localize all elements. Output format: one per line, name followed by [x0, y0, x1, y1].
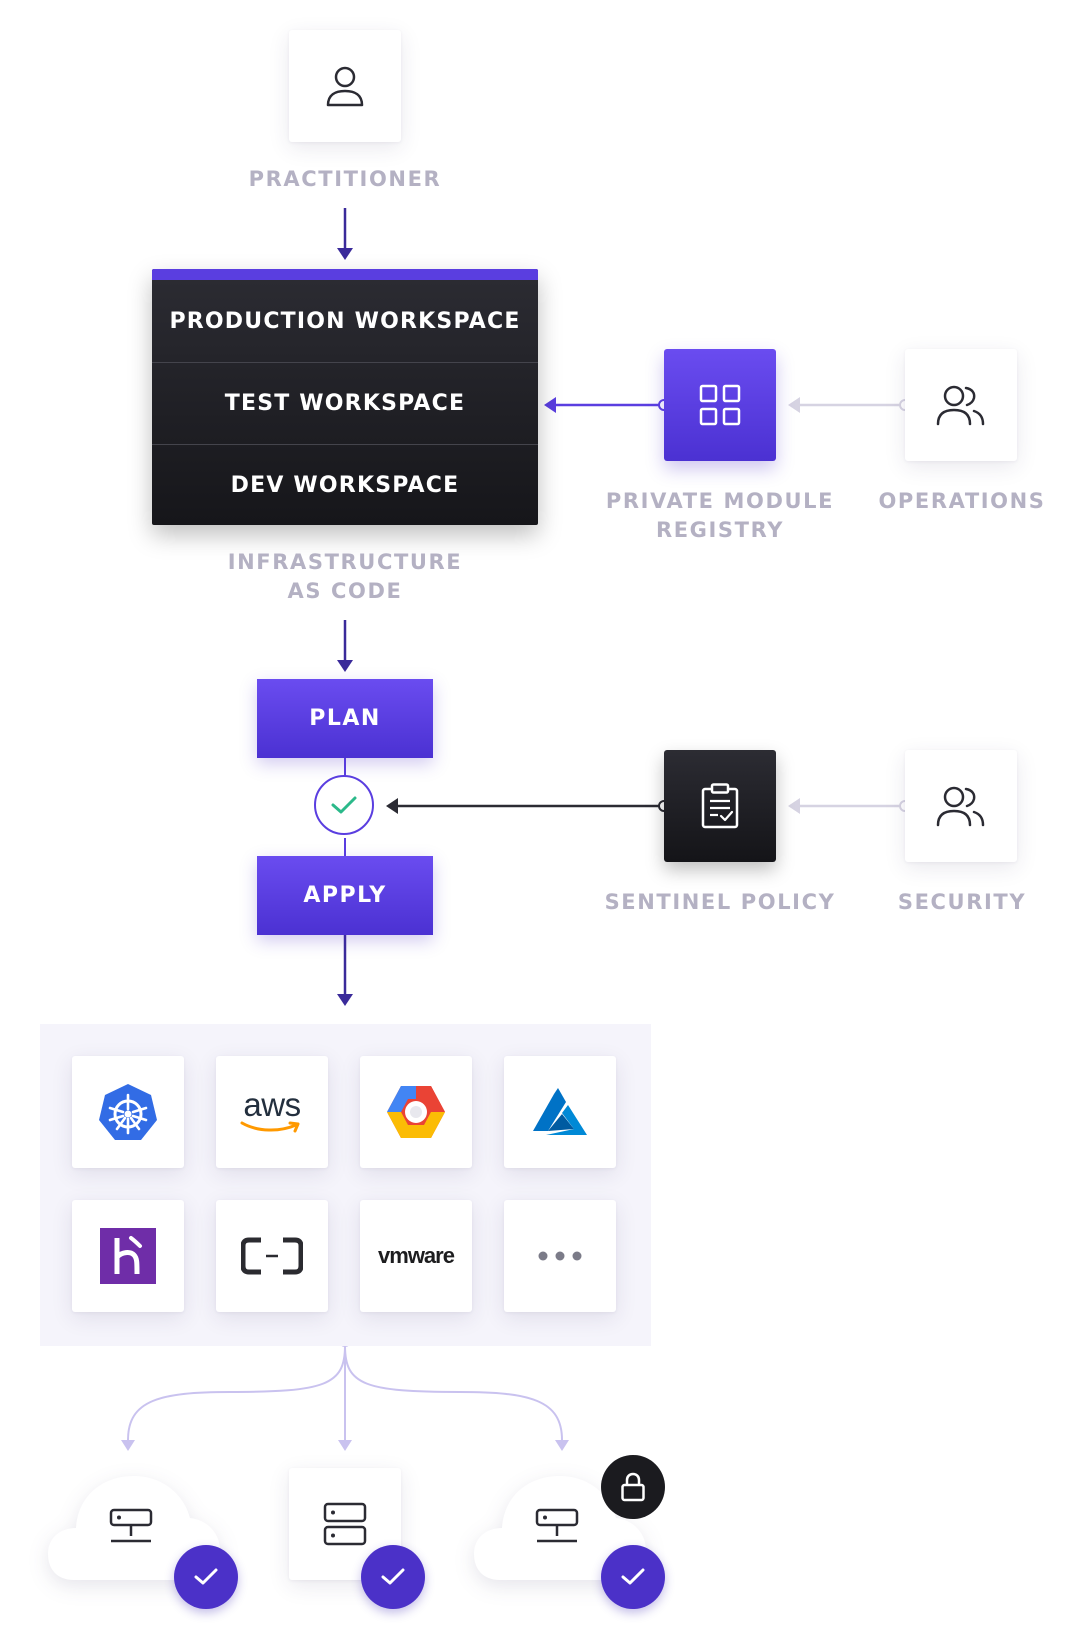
- check-icon: [331, 796, 357, 814]
- provider-aws[interactable]: aws: [216, 1056, 328, 1168]
- vmware-logo-text: vmware: [378, 1243, 455, 1268]
- provider-alibaba-cloud[interactable]: [216, 1200, 328, 1312]
- lock-icon: [621, 1472, 645, 1502]
- sentinel-policy-node[interactable]: [664, 750, 776, 862]
- check-icon: [381, 1568, 405, 1585]
- security-card: [905, 750, 1017, 862]
- cloud-target-right: [474, 1476, 646, 1580]
- server-icon: [109, 1508, 153, 1543]
- workspace-accent-bar: [152, 269, 538, 280]
- provider-grid: aws: [40, 1024, 651, 1346]
- sentinel-policy-label: SENTINEL POLICY: [604, 890, 836, 914]
- cloud-target-left: [48, 1476, 220, 1580]
- provider-vmware[interactable]: vmware: [360, 1200, 472, 1312]
- workspace-test[interactable]: TEST WORKSPACE: [224, 390, 466, 416]
- provider-kubernetes[interactable]: [72, 1056, 184, 1168]
- lock-badge: [601, 1455, 665, 1519]
- security-label: SECURITY: [897, 890, 1027, 914]
- apply-step[interactable]: APPLY: [257, 856, 433, 935]
- workspace-production[interactable]: PRODUCTION WORKSPACE: [169, 308, 521, 334]
- workspace-dev[interactable]: DEV WORKSPACE: [230, 472, 460, 498]
- private-module-registry-node[interactable]: [664, 349, 776, 461]
- plan-step[interactable]: PLAN: [257, 679, 433, 758]
- operations-label: OPERATIONS: [878, 489, 1046, 513]
- provider-more[interactable]: [504, 1200, 616, 1312]
- heroku-icon: [100, 1228, 156, 1284]
- practitioner-card: [289, 30, 401, 142]
- status-badge-middle: [361, 1545, 425, 1609]
- status-badge-left: [174, 1545, 238, 1609]
- azure-icon: [533, 1088, 587, 1135]
- user-icon: [326, 66, 364, 107]
- operations-card: [905, 349, 1017, 461]
- users-icon: [936, 385, 985, 426]
- private-module-registry-label: PRIVATE MODULE REGISTRY: [605, 489, 835, 542]
- divider: [152, 362, 538, 363]
- users-icon: [936, 786, 985, 827]
- workspace-stack: PRODUCTION WORKSPACE TEST WORKSPACE DEV …: [152, 269, 538, 525]
- server-rack-icon: [323, 1502, 367, 1546]
- divider: [152, 444, 538, 445]
- infrastructure-as-code-label: INFRASTRUCTURE AS CODE: [227, 550, 463, 603]
- aws-logo-text: aws: [243, 1086, 301, 1123]
- alibaba-cloud-icon: [241, 1237, 303, 1275]
- check-icon: [621, 1568, 645, 1585]
- practitioner-label: PRACTITIONER: [248, 167, 442, 191]
- check-icon: [194, 1568, 218, 1585]
- grid-icon: [699, 384, 741, 426]
- aws-smile-icon: [240, 1121, 300, 1133]
- provider-azure[interactable]: [504, 1056, 616, 1168]
- policy-check-circle: [314, 775, 374, 835]
- more-dots-icon: [538, 1251, 582, 1261]
- server-icon: [535, 1508, 579, 1543]
- google-cloud-icon: [387, 1086, 445, 1138]
- kubernetes-icon: [99, 1084, 157, 1140]
- provider-heroku[interactable]: [72, 1200, 184, 1312]
- clipboard-check-icon: [701, 783, 739, 829]
- status-badge-right: [601, 1545, 665, 1609]
- provider-google-cloud[interactable]: [360, 1056, 472, 1168]
